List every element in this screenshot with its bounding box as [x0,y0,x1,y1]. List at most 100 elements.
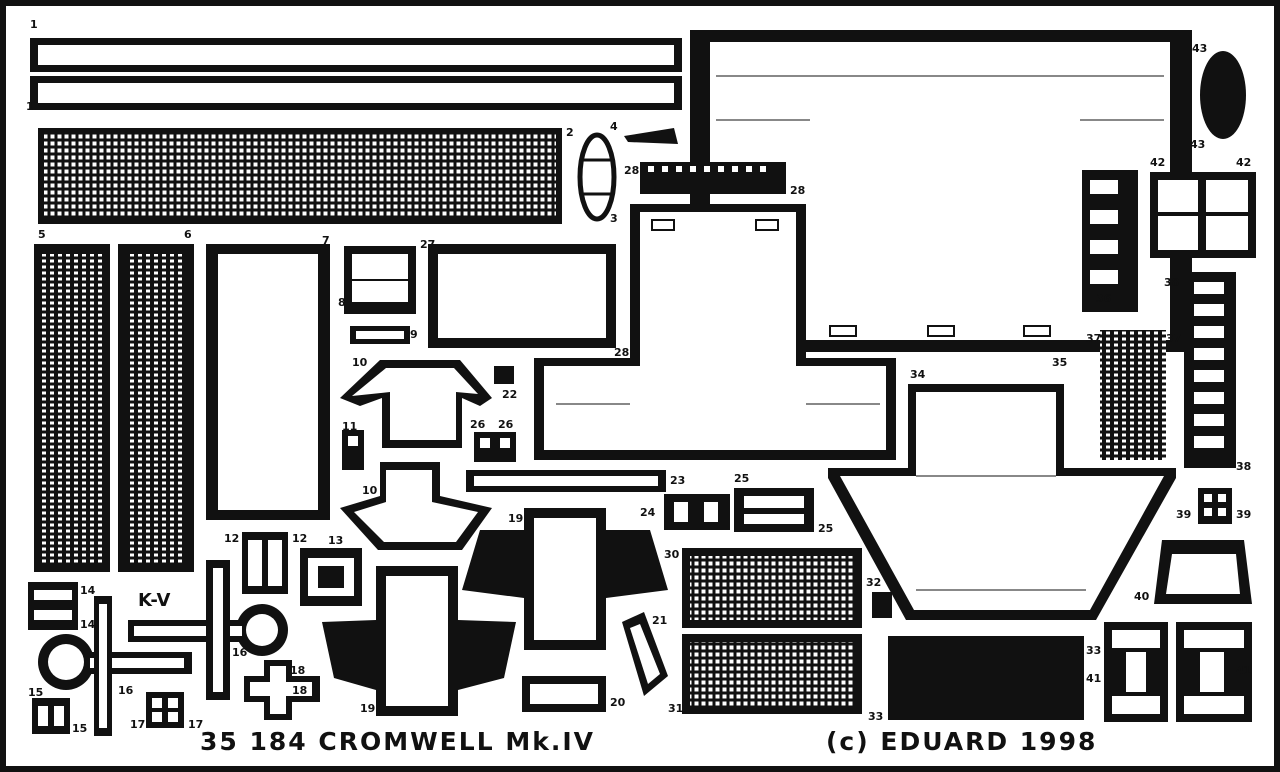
part-7-panel [206,244,330,520]
label-26b: 26 [498,418,514,431]
part-38-ladder [1184,272,1236,468]
part-33-block [888,636,1084,720]
label-41a: 41 [1086,672,1101,685]
label-1a: 1 [30,18,38,31]
part-42-squares [1150,172,1256,258]
part-30-mesh [682,548,862,628]
label-27: 27 [420,238,435,251]
part-39 [1198,488,1232,524]
label-4: 4 [610,120,618,133]
label-6: 6 [184,228,192,241]
label-10b: 10 [362,484,378,497]
label-38b: 38 [1236,460,1251,473]
part-23-strip [466,470,666,492]
part-12 [242,532,288,594]
part-25 [734,488,814,532]
part-21 [622,612,668,696]
label-23: 23 [670,474,685,487]
part-43-oval [1200,51,1246,139]
label-19b: 19 [360,702,375,715]
label-12a: 12 [224,532,239,545]
part-32 [872,592,892,618]
part-19-box-lower [322,566,516,716]
label-37b: 37 [1166,332,1181,345]
label-17a: 17 [130,718,145,731]
label-25a: 25 [734,472,749,485]
label-22: 22 [502,388,517,401]
label-21: 21 [652,614,667,627]
label-15b: 15 [72,722,87,735]
label-14b: 14 [80,618,96,631]
label-37a: 37 [1086,332,1101,345]
label-42b: 42 [1236,156,1251,169]
part-28-strip [640,162,786,194]
part-13 [300,548,362,606]
label-18b: 18 [292,684,307,697]
label-7: 7 [322,234,330,247]
label-35: 35 [1052,356,1067,369]
label-34: 34 [910,368,926,381]
label-28c: 28 [614,346,629,359]
caption-title: 35 184 CROMWELL Mk.IV [200,727,595,756]
part-28-t-plate [534,204,896,460]
label-28b: 28 [790,184,805,197]
label-39b: 39 [1236,508,1251,521]
label-31: 31 [668,702,683,715]
label-40: 40 [1134,590,1150,603]
label-32: 32 [866,576,881,589]
part-41-h-right [1176,622,1252,722]
caption-copyright: (c) EDUARD 1998 [826,727,1097,756]
label-20: 20 [610,696,626,709]
part-4-wedge [624,128,678,144]
part-22 [494,366,514,384]
label-33a: 33 [1086,644,1101,657]
part-15 [32,698,70,734]
label-39a: 39 [1176,508,1191,521]
label-36: 36 [1096,292,1112,305]
label-25b: 25 [818,522,833,535]
label-19a: 19 [508,512,523,525]
label-28a: 28 [624,164,639,177]
part-27-panel [428,244,616,348]
label-41b: 41 [1236,664,1251,677]
part-17 [146,692,184,728]
label-2: 2 [566,126,574,139]
part-10-plate-upper [340,360,492,448]
label-12b: 12 [292,532,307,545]
label-16b: 16 [118,684,134,697]
part-3-oval-ring [577,132,617,222]
part-40-trapezoid [1154,540,1252,604]
part-6-mesh-tall [118,244,194,572]
part-18-cross [244,660,320,720]
part-26-tabs [474,432,516,462]
label-14a: 14 [80,584,96,597]
label-1b: 1 [26,100,34,113]
label-9: 9 [410,328,418,341]
label-18a: 18 [290,664,305,677]
part-24 [664,494,730,530]
label-10a: 10 [352,356,368,369]
label-17b: 17 [188,718,203,731]
marking-kv: K-V [138,590,171,611]
part-8-box [344,246,416,314]
label-8: 8 [338,296,346,309]
label-43b: 43 [1190,138,1205,151]
label-43a: 43 [1192,42,1207,55]
label-30: 30 [664,548,680,561]
label-3: 3 [610,212,618,225]
label-33b: 33 [868,710,883,723]
part-34-plate [828,384,1176,620]
label-24: 24 [640,506,656,519]
part-14 [28,582,78,630]
part-16-right [128,560,288,700]
part-2-mesh-panel [38,128,562,224]
part-36-strip [1082,170,1138,312]
part-10-plate-lower [340,462,492,550]
part-31-mesh [682,634,862,714]
part-number-labels: 1 1 2 3 4 5 6 7 8 9 10 10 11 12 12 13 14… [26,18,1251,735]
label-26a: 26 [470,418,486,431]
part-1-strips [30,38,682,110]
label-11: 11 [342,420,357,433]
